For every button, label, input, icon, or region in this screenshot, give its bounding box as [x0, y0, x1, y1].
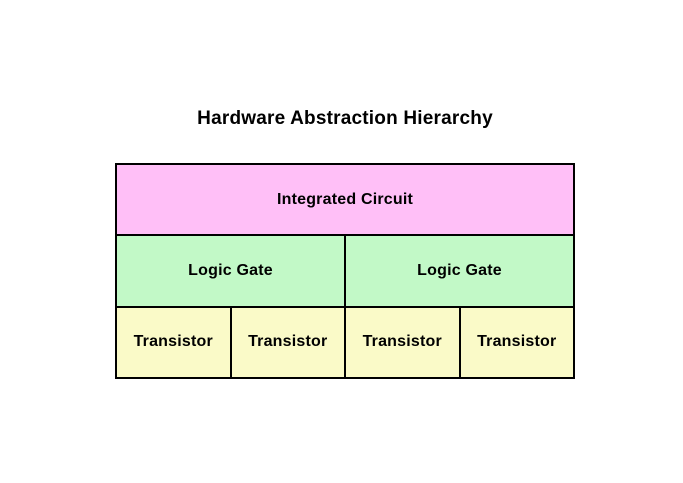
hierarchy-diagram: Integrated Circuit Logic Gate Logic Gate…: [115, 163, 575, 379]
block-transistor-1: Transistor: [117, 307, 230, 377]
block-label: Logic Gate: [188, 261, 273, 279]
block-label: Logic Gate: [417, 261, 502, 279]
block-integrated-circuit: Integrated Circuit: [117, 165, 573, 235]
block-transistor-2: Transistor: [231, 307, 344, 377]
block-label: Integrated Circuit: [276, 190, 414, 208]
block-transistor-3: Transistor: [346, 307, 459, 377]
block-label: Transistor: [133, 333, 213, 351]
block-label: Transistor: [362, 333, 442, 351]
block-logic-gate-1: Logic Gate: [117, 236, 344, 306]
diagram-title: Hardware Abstraction Hierarchy: [197, 108, 493, 129]
block-label: Transistor: [248, 333, 328, 351]
block-label: Transistor: [477, 333, 557, 351]
block-transistor-4: Transistor: [460, 307, 573, 377]
block-logic-gate-2: Logic Gate: [346, 236, 573, 306]
